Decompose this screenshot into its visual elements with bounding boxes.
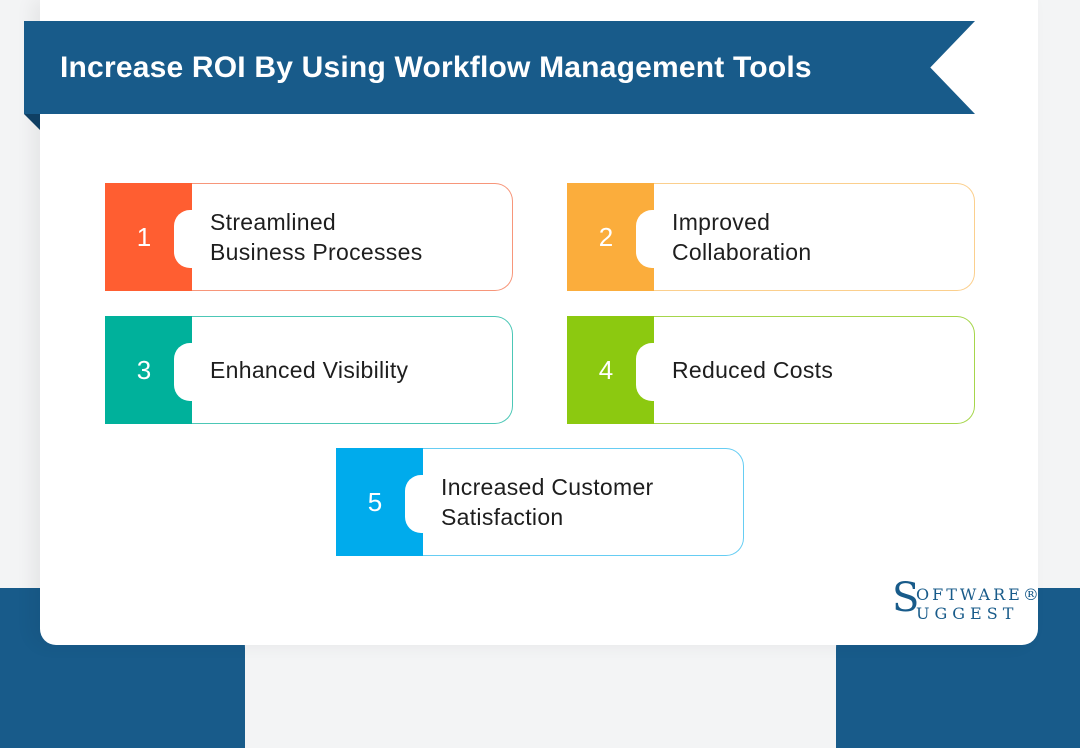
notch-shape	[636, 343, 666, 401]
item-number: 5	[367, 486, 383, 517]
item-label: Increased Customer Satisfaction	[441, 449, 731, 554]
item-number: 1	[136, 221, 152, 252]
roi-item-4: 4 Reduced Costs	[567, 315, 975, 424]
roi-item-3: 3 Enhanced Visibility	[105, 315, 513, 424]
item-label: Enhanced Visibility	[210, 317, 500, 422]
notch-shape	[174, 343, 204, 401]
item-label: Streamlined Business Processes	[210, 184, 500, 289]
item-number: 3	[136, 354, 152, 385]
notch-shape	[174, 210, 204, 268]
item-label-text: Streamlined Business Processes	[210, 208, 423, 265]
notch-shape	[405, 475, 435, 533]
roi-item-1: 1 Streamlined Business Processes	[105, 182, 513, 291]
logo-initial: S	[892, 575, 920, 621]
item-number: 4	[598, 354, 614, 385]
item-label-text: Enhanced Visibility	[210, 356, 409, 383]
item-label: Improved Collaboration	[672, 184, 962, 289]
banner-fold	[24, 114, 40, 130]
item-number: 2	[598, 221, 614, 252]
page-title: Increase ROI By Using Workflow Managemen…	[60, 51, 812, 84]
item-label-text: Increased Customer Satisfaction	[441, 473, 654, 530]
roi-item-2: 2 Improved Collaboration	[567, 182, 975, 291]
notch-shape	[636, 210, 666, 268]
item-label: Reduced Costs	[672, 317, 962, 422]
item-label-text: Improved Collaboration	[672, 208, 812, 265]
logo-line1: OFTWARE®	[916, 585, 1042, 604]
roi-item-5: 5 Increased Customer Satisfaction	[336, 447, 744, 556]
logo-line2: UGGEST	[916, 604, 1019, 623]
item-label-text: Reduced Costs	[672, 356, 834, 383]
title-banner	[24, 21, 975, 114]
